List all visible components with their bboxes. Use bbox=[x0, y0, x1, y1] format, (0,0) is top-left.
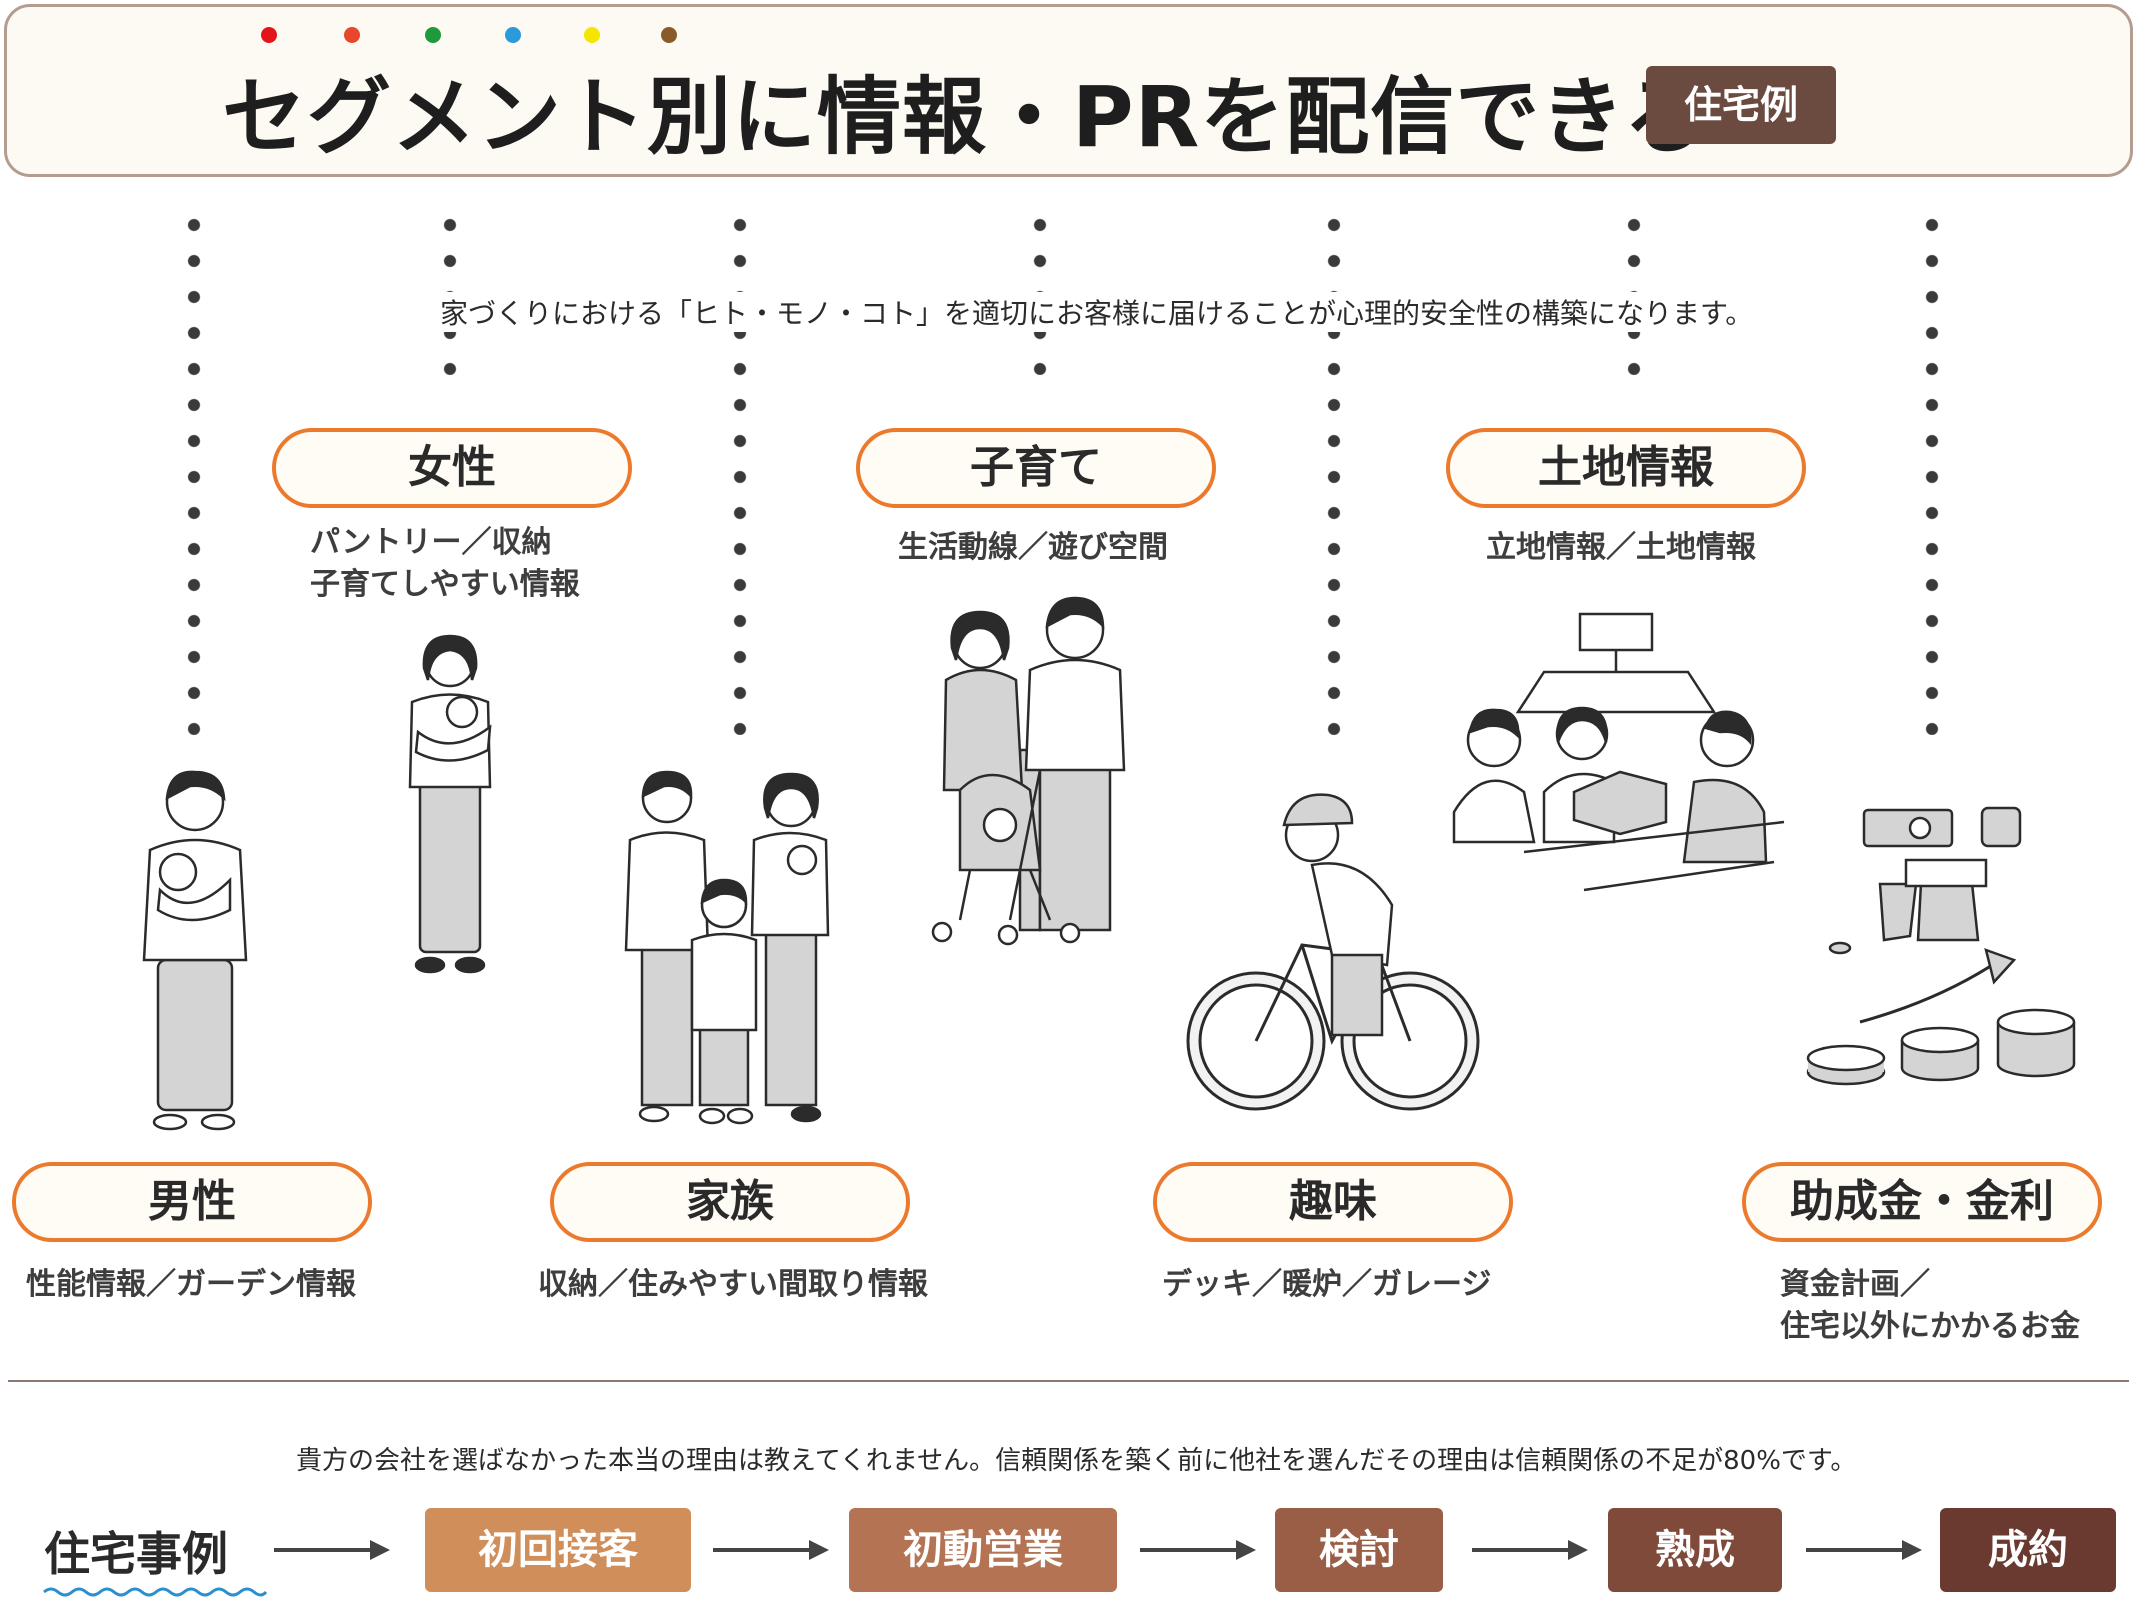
section-divider bbox=[8, 1380, 2129, 1382]
flow-arrow-5 bbox=[1806, 1540, 1922, 1560]
family-illustration bbox=[624, 770, 830, 1125]
step-first-contact: 初回接客 bbox=[425, 1508, 691, 1592]
dotted-line-subsidy bbox=[1925, 207, 1939, 735]
segment-male-desc: 性能情報／ガーデン情報 bbox=[26, 1267, 356, 1302]
segment-land-desc: 立地情報／土地情報 bbox=[1486, 530, 1756, 565]
segment-hobby: 趣味 bbox=[1153, 1162, 1513, 1242]
dotted-line-hobby bbox=[1327, 207, 1341, 735]
flow-arrow-3 bbox=[1140, 1540, 1256, 1560]
segment-hobby-desc: デッキ／暖炉／ガレージ bbox=[1162, 1267, 1492, 1302]
coins-growth-illustration bbox=[1806, 806, 2076, 1086]
step-initial-sales: 初動営業 bbox=[849, 1508, 1117, 1592]
step-consideration: 検討 bbox=[1275, 1508, 1443, 1592]
land-consultation-illustration bbox=[1452, 612, 1785, 892]
step-maturing: 熟成 bbox=[1608, 1508, 1782, 1592]
color-dot-2 bbox=[344, 27, 360, 43]
color-dot-6 bbox=[661, 27, 677, 43]
trust-note: 貴方の会社を選ばなかった本当の理由は教えてくれません。信頼関係を築く前に他社を選… bbox=[296, 1446, 1857, 1476]
dotted-line-male bbox=[187, 207, 201, 735]
cyclist-illustration bbox=[1186, 793, 1480, 1111]
dotted-line-land bbox=[1627, 207, 1641, 375]
color-dot-3 bbox=[425, 27, 441, 43]
flow-arrow-4 bbox=[1472, 1540, 1588, 1560]
flow-label: 住宅事例 bbox=[44, 1527, 228, 1581]
color-dot-4 bbox=[505, 27, 521, 43]
segment-male: 男性 bbox=[12, 1162, 372, 1242]
segment-subsidy-desc: 資金計画／住宅以外にかかるお金 bbox=[1780, 1267, 2080, 1344]
man-holding-baby-illustration bbox=[142, 770, 248, 1131]
segment-childcare-desc: 生活動線／遊び空間 bbox=[898, 530, 1168, 565]
badge-housing-example: 住宅例 bbox=[1646, 66, 1836, 144]
segment-subsidy: 助成金・金利 bbox=[1742, 1162, 2102, 1242]
color-dot-1 bbox=[261, 27, 277, 43]
flow-arrow-1 bbox=[274, 1540, 390, 1560]
dotted-line-family bbox=[733, 207, 747, 735]
segment-female: 女性 bbox=[272, 428, 632, 508]
dotted-line-childcare bbox=[1033, 207, 1047, 375]
tagline: 家づくりにおける「ヒト・モノ・コト」を適切にお客様に届けることが心理的安全性の構… bbox=[440, 292, 1753, 332]
segment-family-desc: 収納／住みやすい間取り情報 bbox=[538, 1267, 928, 1302]
segment-childcare: 子育て bbox=[856, 428, 1216, 508]
couple-with-stroller-illustration bbox=[931, 596, 1126, 946]
segment-female-desc: パントリー／収納子育てしやすい情報 bbox=[310, 525, 580, 602]
wavy-underline bbox=[43, 1587, 268, 1597]
segment-family: 家族 bbox=[550, 1162, 910, 1242]
dotted-line-female bbox=[443, 207, 457, 375]
flow-arrow-2 bbox=[713, 1540, 829, 1560]
color-dot-5 bbox=[584, 27, 600, 43]
page-title: セグメント別に情報・PRを配信できる bbox=[222, 68, 1709, 166]
woman-holding-baby-illustration bbox=[408, 634, 492, 974]
step-contract: 成約 bbox=[1940, 1508, 2116, 1592]
segment-land: 土地情報 bbox=[1446, 428, 1806, 508]
